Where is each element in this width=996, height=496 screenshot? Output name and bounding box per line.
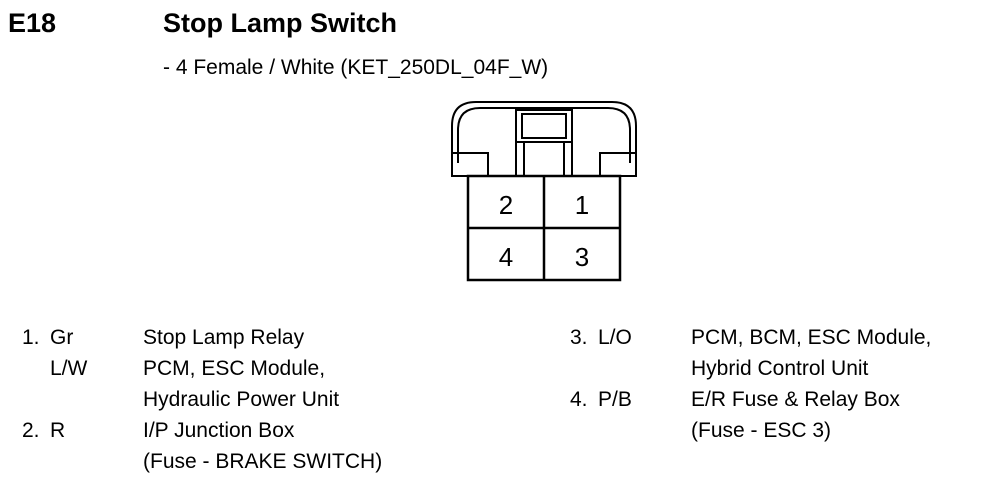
pin-destination: Hydraulic Power Unit xyxy=(143,388,340,411)
pin-destination: (Fuse - BRAKE SWITCH) xyxy=(143,450,383,473)
housing-inner-outline xyxy=(457,107,631,163)
pin-label: 3 xyxy=(575,242,589,272)
pin-number: 2. xyxy=(22,419,40,442)
left-shoulder xyxy=(451,152,489,177)
pin-label: 4 xyxy=(499,242,513,272)
connector-code: E18 xyxy=(8,8,57,38)
pin-number: 1. xyxy=(22,326,40,349)
wire-color: P/B xyxy=(598,388,632,411)
wire-color: L/O xyxy=(598,326,632,349)
pin-destination: PCM, BCM, ESC Module, xyxy=(691,326,932,349)
housing-outline xyxy=(451,101,637,163)
pin-number: 4. xyxy=(570,388,588,411)
right-shoulder xyxy=(599,152,637,177)
pin-number: 3. xyxy=(570,326,588,349)
wire-color: L/W xyxy=(50,357,88,380)
pin-table-left: 1. Gr L/W Stop Lamp Relay PCM, ESC Modul… xyxy=(0,322,540,482)
connector-subtitle: - 4 Female / White (KET_250DL_04F_W) xyxy=(163,56,549,79)
locking-tab-inner xyxy=(521,113,567,139)
connector-face-diagram: 2 1 4 3 xyxy=(451,101,637,282)
locking-tab xyxy=(515,109,573,143)
pin-destination: PCM, ESC Module, xyxy=(143,357,326,380)
pin-destination: Hybrid Control Unit xyxy=(691,357,869,380)
pin-destination: I/P Junction Box xyxy=(143,419,295,442)
pin-label: 2 xyxy=(499,190,513,220)
pin-destination: (Fuse - ESC 3) xyxy=(691,419,832,442)
connector-title: Stop Lamp Switch xyxy=(163,8,398,38)
pin-label: 1 xyxy=(575,190,589,220)
wire-color: R xyxy=(50,419,66,442)
pin-destination: Stop Lamp Relay xyxy=(143,326,305,349)
pin-destination: E/R Fuse & Relay Box xyxy=(691,388,900,411)
pin-table-right: 3. L/O PCM, BCM, ESC Module, Hybrid Cont… xyxy=(570,322,990,482)
wire-color: Gr xyxy=(50,326,74,349)
